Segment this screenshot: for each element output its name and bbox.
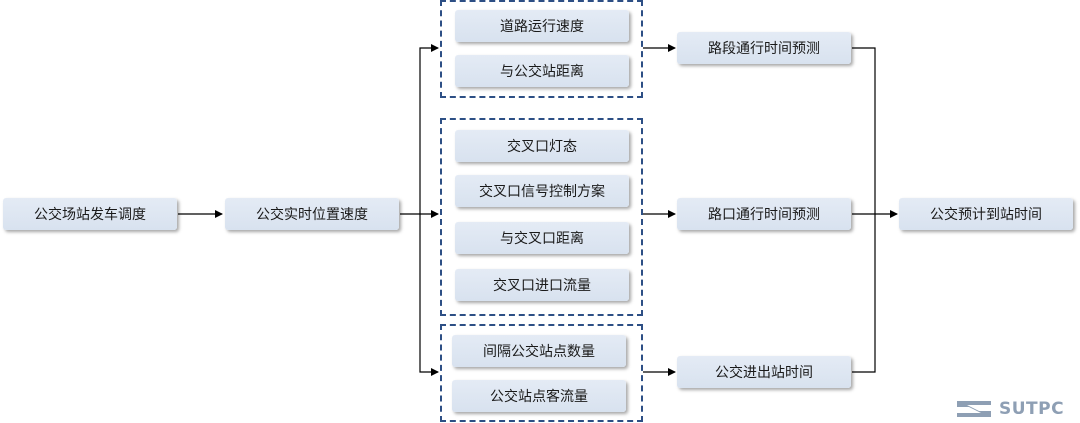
node-segment-time-prediction: 路段通行时间预测: [677, 32, 851, 64]
node-dispatch: 公交场站发车调度: [3, 198, 177, 230]
sutpc-logo-icon: [957, 401, 991, 417]
sutpc-logo: SUTPC: [957, 398, 1075, 420]
node-signal-plan: 交叉口信号控制方案: [455, 175, 629, 207]
node-intersection-inflow: 交叉口进口流量: [455, 269, 629, 301]
node-stop-count: 间隔公交站点数量: [452, 335, 626, 367]
sutpc-logo-text: SUTPC: [999, 399, 1065, 419]
node-intersection-time-prediction: 路口通行时间预测: [677, 198, 851, 230]
node-signal-state: 交叉口灯态: [455, 130, 629, 162]
node-distance-to-intersection: 与交叉口距离: [455, 222, 629, 254]
arrow-realtime-to-segment-group: [400, 44, 439, 215]
node-passenger-flow: 公交站点客流量: [452, 380, 626, 412]
node-realtime-position-speed: 公交实时位置速度: [225, 198, 399, 230]
segment-factors-group: [440, 0, 643, 98]
node-road-speed: 道路运行速度: [455, 10, 629, 42]
node-distance-to-stop: 与公交站距离: [455, 55, 629, 87]
arrow-segment-time-to-eta: [852, 47, 876, 214]
node-estimated-arrival-time: 公交预计到站时间: [899, 198, 1073, 230]
node-stop-in-out-time: 公交进出站时间: [677, 356, 851, 388]
arrow-realtime-to-stop-group: [419, 214, 439, 376]
stop-factors-group: [440, 324, 643, 422]
arrow-stop-time-to-eta: [852, 214, 876, 373]
intersection-factors-group: [440, 118, 643, 316]
